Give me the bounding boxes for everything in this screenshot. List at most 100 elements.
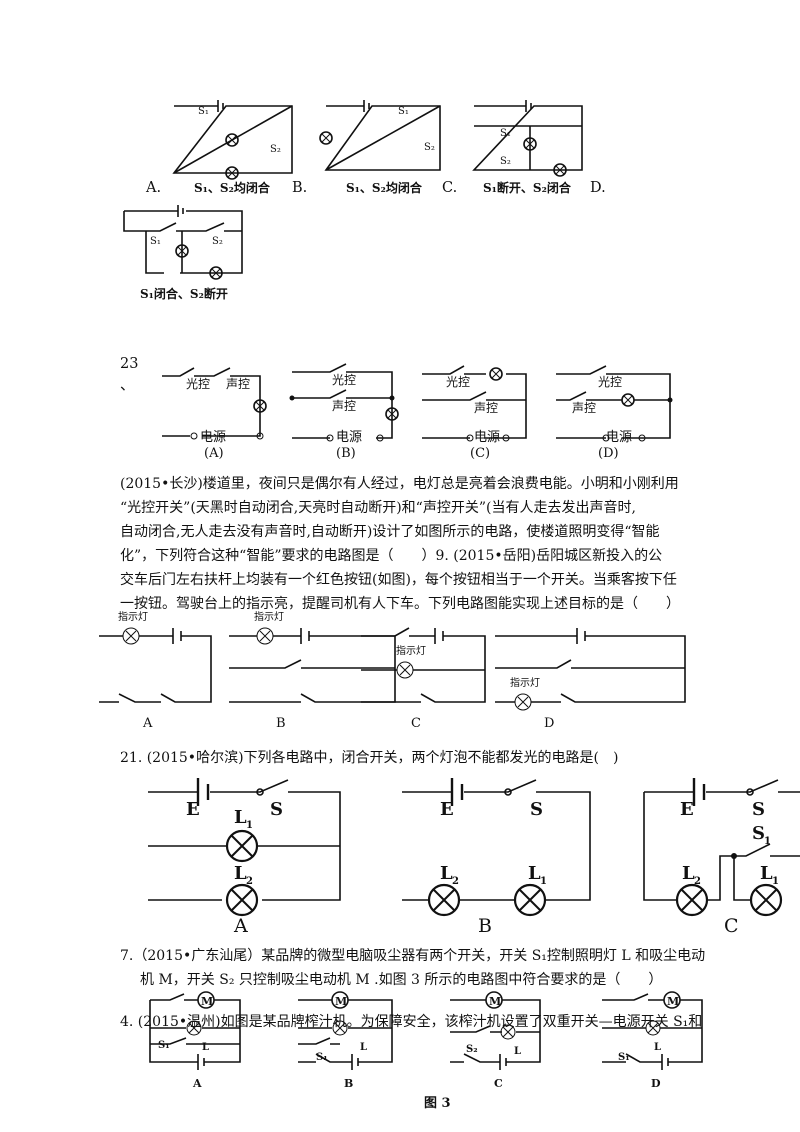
q23-d-light: 光控 — [598, 375, 623, 389]
q7-b-s1: S₁ — [316, 1052, 328, 1063]
q21-label-c: C — [724, 915, 739, 937]
q21-b-l2-sub: 2 — [452, 876, 459, 887]
fig1-d-letter: D. — [590, 180, 606, 196]
fig1-d-s1: S₁ — [150, 236, 161, 247]
q23-line-6: 一按钮。驾驶台上的指示亮，提醒司机有人下车。下列电路图能实现上述目标的是（ ） — [120, 596, 680, 612]
q7-label-b: B — [344, 1077, 354, 1090]
q23-c-power: 电源 — [474, 430, 501, 445]
q21-a-l2: L — [234, 863, 247, 884]
q23-d-power: 电源 — [606, 430, 633, 445]
q23-circuits — [162, 363, 673, 442]
q23-d-label: (D) — [598, 446, 619, 461]
circuit-1b — [319, 100, 441, 171]
figure-caption: 图 3 — [424, 1096, 451, 1111]
q9-label-c: C — [411, 716, 421, 731]
fig1-d-s2: S₂ — [212, 236, 223, 247]
q23-line-3: 自动闭合,无人走去没有声音时,自动断开)设计了如图所示的电路，使楼道照明变得“智… — [120, 524, 660, 540]
fig1-b-letter: B. — [292, 180, 308, 196]
q7-d-motor: M — [667, 995, 680, 1008]
q21-a-s: S — [270, 799, 283, 820]
q7-line-2: 机 M，开关 S₂ 只控制吸尘电动机 M .如图 3 所示的电路图中符合要求的是… — [140, 972, 663, 988]
q21-c-e: E — [680, 799, 694, 820]
q7-a-s1: S₁ — [158, 1040, 170, 1051]
q23-a-light: 光控 — [186, 377, 211, 391]
q7-circuits — [149, 991, 703, 1070]
q23-number: 23 — [120, 356, 139, 372]
q23-line-5: 交车后门左右扶杆上均装有一个红色按钮(如图)，每个按钮相当于一个开关。当乘客按下… — [120, 572, 677, 588]
q9-label-d: D — [544, 716, 555, 731]
fig1-b-s2: S₂ — [424, 142, 435, 153]
q7-a-lamp: L — [202, 1042, 210, 1053]
q23-a-label: (A) — [204, 446, 224, 461]
circuit-1c — [472, 100, 583, 177]
q9-d-lamp: 指示灯 — [510, 678, 540, 689]
q21-a-l1-sub: 1 — [246, 820, 253, 831]
q21-c-l1: L — [760, 863, 773, 884]
circuit-1d — [123, 205, 243, 280]
q9-circuits — [99, 627, 686, 711]
fig1-a-s2: S₂ — [270, 144, 281, 155]
q23-line-4: 化”，下列符合这种“智能”要求的电路图是（ ）9. (2015•岳阳)岳阳城区新… — [120, 548, 663, 564]
q7-line-1: 7.（2015•广东汕尾）某品牌的微型电脑吸尘器有两个开关，开关 S₁控制照明灯… — [120, 948, 706, 964]
q9-label-a: A — [143, 716, 153, 731]
q21-c-l1-sub: 1 — [772, 876, 779, 887]
q7-c-s2: S₂ — [466, 1044, 478, 1055]
q21-a-l2-sub: 2 — [246, 876, 253, 887]
q21-text: 21. (2015•哈尔滨)下列各电路中，闭合开关，两个灯泡不能都发光的电路是(… — [120, 750, 619, 766]
q23-b-sound: 声控 — [332, 399, 357, 413]
q21-c-s: S — [752, 799, 765, 820]
q21-label-b: B — [478, 915, 492, 937]
fig1-d-caption: S₁闭合、S₂断开 — [140, 287, 228, 301]
q21-c-s1-sub: 1 — [764, 836, 771, 847]
q23-b-label: (B) — [336, 446, 356, 461]
q7-label-c: C — [494, 1077, 503, 1090]
q21-b-e: E — [440, 799, 454, 820]
fig1-a-letter: A. — [146, 180, 162, 196]
fig1-a-caption: S₁、S₂均闭合 — [194, 181, 270, 195]
q21-label-a: A — [234, 915, 248, 937]
q23-line-2: “光控开关”(天黑时自动闭合,天亮时自动断开)和“声控开关”(当有人走去发出声音… — [120, 500, 636, 516]
q7-d-lamp: L — [654, 1042, 662, 1053]
fig1-c-letter: C. — [442, 180, 458, 196]
q21-a-e: E — [186, 799, 200, 820]
q21-c-l2-sub: 2 — [694, 876, 701, 887]
q21-b-l1-sub: 1 — [540, 876, 547, 887]
q23-d-sound: 声控 — [572, 401, 597, 415]
q7-label-a: A — [193, 1077, 202, 1090]
fig1-b-s1: S₁ — [398, 106, 409, 117]
q23-b-power: 电源 — [336, 430, 363, 445]
q23-a-sound: 声控 — [226, 377, 251, 391]
q21-c-l2: L — [682, 863, 695, 884]
q7-a-motor: M — [201, 995, 214, 1008]
q23-mark: 、 — [120, 378, 135, 394]
q7-label-d: D — [651, 1077, 661, 1090]
fig1-c-caption: S₁断开、S₂闭合 — [483, 181, 571, 195]
q21-a-l1: L — [234, 807, 247, 828]
q23-c-label: (C) — [470, 446, 491, 461]
q21-b-s: S — [530, 799, 543, 820]
q9-b-lamp: 指示灯 — [254, 612, 284, 623]
q23-c-light: 光控 — [446, 375, 471, 389]
fig1-c-s1: S₁ — [500, 128, 511, 139]
q9-c-lamp: 指示灯 — [396, 646, 426, 657]
q9-label-b: B — [276, 716, 286, 731]
fig1-b-caption: S₁、S₂均闭合 — [346, 181, 422, 195]
fig1-c-s2: S₂ — [500, 156, 511, 167]
q23-b-light: 光控 — [332, 373, 357, 387]
q23-c-sound: 声控 — [474, 401, 499, 415]
q23-line-1: (2015•长沙)楼道里，夜间只是偶尔有人经过，电灯总是亮着会浪费电能。小明和小… — [120, 476, 679, 492]
q21-b-l1: L — [528, 863, 541, 884]
q7-c-lamp: L — [514, 1046, 522, 1057]
q7-b-lamp: L — [360, 1042, 368, 1053]
q7-b-motor: M — [335, 995, 348, 1008]
q4-overlap-line: 4. (2015•温州)如图是某品牌榨汁机。为保障安全，该榨汁机设置了双重开关—… — [120, 1014, 703, 1030]
fig1-a-s1: S₁ — [198, 106, 209, 117]
q7-c-motor: M — [489, 995, 502, 1008]
q23-a-power: 电源 — [200, 430, 227, 445]
q21-circuits — [148, 778, 800, 917]
q21-b-l2: L — [440, 863, 453, 884]
q9-a-lamp: 指示灯 — [118, 612, 148, 623]
q7-d-s1: S₁ — [618, 1052, 630, 1063]
circuit-1a — [172, 100, 293, 180]
q21-c-s1: S — [752, 823, 765, 844]
